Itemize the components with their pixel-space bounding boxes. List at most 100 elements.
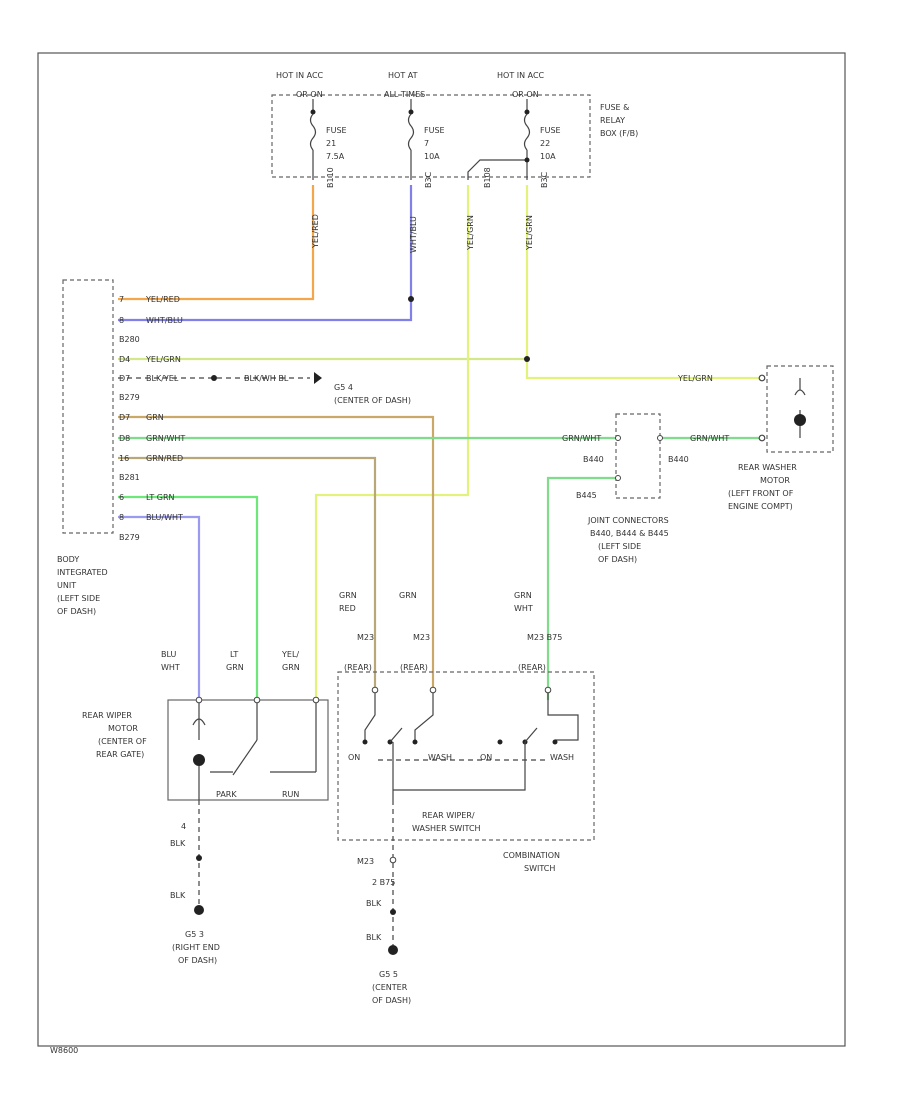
g5-connector: M23 [357, 857, 374, 866]
fuse-7: FUSE 7 10A [407, 99, 445, 180]
fuse-7-name: FUSE [424, 126, 445, 135]
ground-g4: BLK/WH BL G5 4 (CENTER OF DASH) [118, 372, 411, 405]
g5-line2: (CENTER [372, 983, 408, 992]
biu-label-line3: UNIT [57, 581, 76, 590]
connector-b3c-1: B3C [424, 171, 433, 188]
biu-label-line4: (LEFT SIDE [57, 594, 100, 603]
wire-yel-red [118, 185, 315, 301]
label: BLK/YEL [146, 374, 179, 383]
biu-pin-3: D4 YEL/GRN [119, 355, 181, 364]
sw-pos-wash-2: WASH [550, 753, 574, 762]
connector-b110: B110 [326, 167, 335, 188]
fuse-22-number: 22 [540, 139, 550, 148]
wire-lt-grn [118, 495, 259, 700]
hot-label-3-line2: OR ON [512, 90, 539, 99]
harness-grn-wht-2: WHT [514, 604, 533, 613]
hot-label-2-line1: HOT AT [388, 71, 418, 80]
g5-wire-1: BLK [366, 899, 382, 908]
fuse-relay-box: HOT IN ACC OR ON HOT AT ALL TIMES HOT IN… [271, 71, 638, 188]
biu-pin-9: 8 BLU/WHT [119, 513, 183, 522]
fuse-box-title-line2: RELAY [600, 116, 625, 125]
vlabel-yel-red: YEL/RED [311, 214, 320, 249]
g3-line3: OF DASH) [178, 956, 217, 965]
harness-grn-1: GRN [399, 591, 417, 600]
rear-washer-motor: YEL/GRN REAR WASHER MOTOR (LEFT FRONT OF… [677, 365, 834, 511]
hot-label-1-line2: OR ON [296, 90, 323, 99]
sw-conn-2: M23 [413, 633, 430, 642]
biu-label-line1: BODY [57, 555, 79, 564]
jc-label-line4: OF DASH) [598, 555, 637, 564]
label: YEL/RED [145, 295, 180, 304]
jc-id-2: B440 [668, 455, 689, 464]
label: GRN [146, 413, 164, 422]
label: GRN/WHT [146, 434, 185, 443]
hot-label-1-line1: HOT IN ACC [276, 71, 324, 80]
wire-grn [118, 415, 435, 690]
fuse-22-rating: 10A [540, 152, 556, 161]
sw-title-line2: WASHER SWITCH [412, 824, 481, 833]
wiper-park: PARK [216, 790, 237, 799]
harness-grn-wht-1: GRN [514, 591, 532, 600]
label: D7 [119, 413, 130, 422]
mwire-ltgrn-2: GRN [226, 663, 244, 672]
fuse-21-name: FUSE [326, 126, 347, 135]
label: 6 [119, 493, 124, 502]
mwire-blu-1: BLU [161, 650, 177, 659]
label: WHT/BLU [146, 316, 183, 325]
g4-wire-label: BLK/WH BL [244, 374, 289, 383]
fuse-21: FUSE 21 7.5A [309, 99, 347, 180]
biu-label-line5: OF DASH) [57, 607, 96, 616]
wiper-label-line1: REAR WIPER [82, 711, 132, 720]
wire-wht-blu [118, 185, 413, 322]
jc-wire-left: GRN/WHT [562, 434, 601, 443]
wire-blu-wht [118, 515, 201, 700]
label: LT GRN [146, 493, 175, 502]
biu-connector-b281: B281 [119, 473, 140, 482]
biu-connector-b280: B280 [119, 335, 140, 344]
label: YEL/GRN [145, 355, 181, 364]
vlabel-yel-grn-2: YEL/GRN [525, 215, 534, 251]
biu-pin-1: 7 YEL/RED [119, 295, 180, 304]
biu-connector-b279-2: B279 [119, 533, 140, 542]
g5-wire-2: BLK [366, 933, 382, 942]
label: 8 [119, 513, 124, 522]
vlabel-wht-blu: WHT/BLU [409, 216, 418, 253]
g3-wire-2: BLK [170, 891, 186, 900]
g3-wire-1: BLK [170, 839, 186, 848]
combo-line1: COMBINATION [503, 851, 560, 860]
fuse-box-title-line1: FUSE & [600, 103, 629, 112]
jc-id-3: B445 [576, 491, 597, 500]
g3-line2: (RIGHT END [172, 943, 220, 952]
sw-conn-3: M23 B75 [527, 633, 562, 642]
rear-wiper-motor: REAR WIPER MOTOR (CENTER OF REAR GATE) P… [82, 696, 329, 801]
wire-grn-wht-switch [546, 476, 618, 700]
footer-code: W8600 [50, 1046, 78, 1055]
label: D7 [119, 374, 130, 383]
label: GRN/RED [146, 454, 183, 463]
hot-label-2-line2: ALL TIMES [384, 90, 425, 99]
wiper-label-line3: (CENTER OF [98, 737, 147, 746]
sw-pin-2: (REAR) [400, 663, 428, 672]
fuse-box-title-line3: BOX (F/B) [600, 129, 638, 138]
mwire-ltgrn-1: LT [230, 650, 238, 659]
label: D4 [119, 355, 130, 364]
wiper-label-line4: REAR GATE) [96, 750, 144, 759]
fuse-21-number: 21 [326, 139, 336, 148]
sw-pos-on-2: ON [480, 753, 492, 762]
washer-label-line4: ENGINE COMPT) [728, 502, 793, 511]
label: 7 [119, 295, 124, 304]
mwire-yelgrn-2: GRN [282, 663, 300, 672]
g3-line1: G5 3 [185, 930, 204, 939]
jc-id-1: B440 [583, 455, 604, 464]
sw-pos-wash-1: WASH [428, 753, 452, 762]
mwire-blu-2: WHT [161, 663, 180, 672]
label: BLU/WHT [146, 513, 183, 522]
wire-yel-grn-washer [525, 185, 760, 380]
sw-pin-3: (REAR) [518, 663, 546, 672]
sw-conn-1: M23 [357, 633, 374, 642]
